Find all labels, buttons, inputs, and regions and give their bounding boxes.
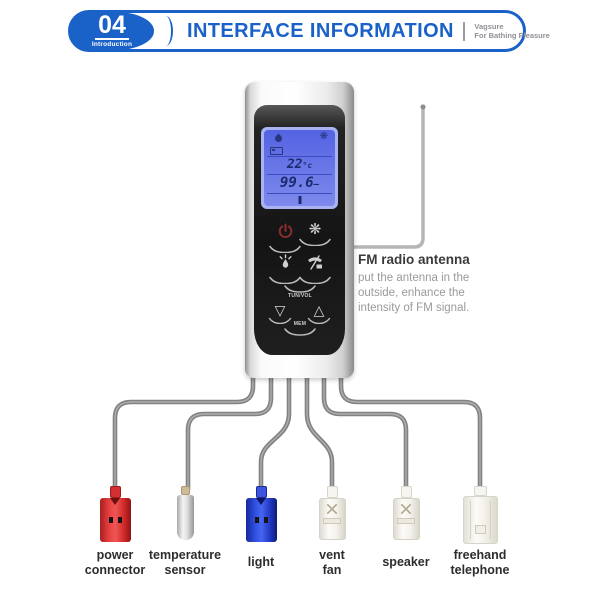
- down-button: ▽: [265, 303, 295, 324]
- vent-fan-connector: [314, 486, 350, 540]
- fan-button: ❋: [298, 222, 332, 246]
- cable-boot: [180, 486, 190, 495]
- light-icon: [279, 254, 291, 268]
- power-connector: [97, 486, 133, 542]
- button-bracket: [269, 276, 301, 284]
- cable-boot: [255, 486, 267, 498]
- fm-antenna-annotation: FM radio antenna put the antenna in the …: [358, 252, 530, 316]
- annotation-line: intensity of FM signal.: [358, 302, 470, 314]
- freehand-telephone-connector: [462, 486, 498, 544]
- mem-label: MEM: [293, 321, 307, 327]
- button-bracket: [307, 317, 331, 324]
- lcd-divider: [267, 156, 332, 157]
- connector-pin: [117, 517, 122, 523]
- connector-detail: [397, 518, 415, 524]
- lcd-display: ❋ 22°c 99.6–: [261, 127, 338, 209]
- connector-detail: [474, 525, 486, 534]
- brand-name: Vagsure: [474, 21, 504, 31]
- button-bracket: [284, 328, 316, 336]
- lcd-divider: [267, 193, 332, 194]
- fm-frequency-readout: 99.6–: [279, 175, 320, 191]
- brand-slogan: For Bathing Pleasure: [474, 31, 550, 40]
- button-bracket: [268, 317, 292, 324]
- lcd-divider: [267, 174, 332, 175]
- tun-vol-label: TUN/VOL: [287, 293, 313, 299]
- page-title: INTERFACE INFORMATION: [187, 19, 454, 42]
- lcd-fan-icon: ❋: [319, 131, 328, 142]
- control-panel-device: ❋ 22°c 99.6– ❋: [245, 82, 354, 378]
- connector-pin: [263, 517, 268, 523]
- button-bracket: [269, 245, 301, 253]
- temperature-sensor: [167, 486, 203, 540]
- fan-icon: ❋: [308, 221, 322, 238]
- light-connector: [243, 486, 279, 542]
- fm-antenna-wire: [351, 104, 426, 249]
- power-connector-body: [99, 498, 131, 542]
- cable-boot: [109, 486, 121, 498]
- up-button: △: [304, 303, 334, 324]
- connector-detail: [401, 504, 411, 514]
- up-triangle-icon: △: [313, 302, 325, 318]
- power-icon: [278, 223, 292, 238]
- speaker-connector-body: [392, 498, 420, 540]
- cable-boot: [473, 486, 487, 496]
- connector-detail: [327, 504, 337, 514]
- annotation-line: put the antenna in the: [358, 272, 470, 284]
- section-label: Introduction: [91, 41, 133, 48]
- water-drop-icon: [273, 133, 284, 144]
- section-number: 04: [95, 13, 129, 40]
- light-button: [268, 254, 302, 284]
- vent-fan-connector-body: [318, 498, 346, 540]
- phone-fm-button: [298, 254, 332, 284]
- down-triangle-icon: ▽: [274, 302, 286, 318]
- annotation-line: outside, enhance the: [358, 287, 465, 299]
- temperature-readout: 22°c: [286, 157, 313, 172]
- tun-vol-button: TUN/VOL: [283, 284, 317, 299]
- mem-button: MEM: [283, 321, 317, 336]
- connector-cables: [112, 369, 483, 492]
- fm-chip-icon: [270, 147, 283, 155]
- button-bracket: [284, 285, 316, 293]
- connector-detail: [323, 518, 341, 524]
- connector-pin: [254, 517, 259, 523]
- annotation-title: FM radio antenna: [358, 252, 470, 267]
- speaker-connector: [388, 486, 424, 540]
- title-separator: [462, 21, 466, 41]
- connector-pin: [108, 517, 113, 523]
- cable-boot: [326, 486, 338, 498]
- device-front-panel: ❋ 22°c 99.6– ❋: [254, 105, 345, 355]
- lcd-cursor-bar: [298, 196, 301, 204]
- brand-tagline: Vagsure For Bathing Pleasure: [474, 22, 549, 41]
- section-number-badge: 04 Introduction: [70, 12, 154, 50]
- lcd-screen: ❋ 22°c 99.6–: [264, 130, 335, 206]
- temperature-probe-body: [176, 495, 194, 540]
- header-banner: 04 Introduction INTERFACE INFORMATION Va…: [68, 10, 550, 52]
- button-bracket: [299, 238, 331, 246]
- badge-arc-decoration: [161, 16, 173, 46]
- light-connector-body: [245, 498, 277, 542]
- button-bracket: [299, 276, 331, 284]
- label-light: light: [247, 555, 275, 569]
- cable-boot: [400, 486, 412, 498]
- telephone-connector-body: [462, 496, 498, 544]
- phone-fm-icon: [308, 255, 322, 270]
- power-button: [268, 223, 302, 253]
- label-speaker: speaker: [382, 555, 430, 569]
